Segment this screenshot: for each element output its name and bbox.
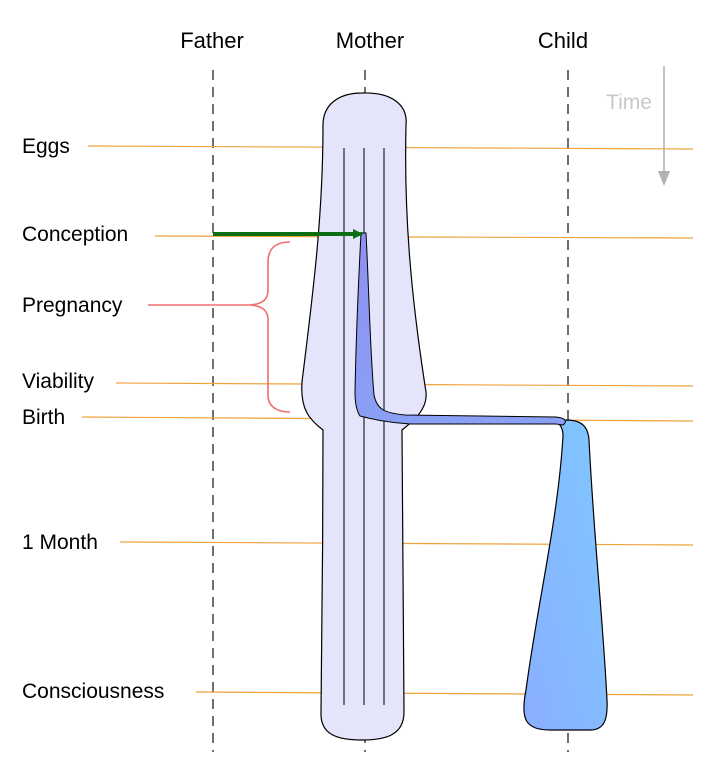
column-label-child: Child <box>538 28 588 53</box>
fetus-shape <box>354 232 566 426</box>
conception-timeline <box>154 235 694 239</box>
row-label-conception: Conception <box>22 223 128 246</box>
time-arrow-head <box>658 171 670 186</box>
row-label-one-month: 1 Month <box>22 531 98 554</box>
row-label-pregnancy: Pregnancy <box>22 294 123 317</box>
row-label-viability: Viability <box>22 370 94 393</box>
row-label-consciousness: Consciousness <box>22 680 164 703</box>
row-label-eggs: Eggs <box>22 135 70 158</box>
consciousness-timeline <box>195 691 694 696</box>
time-label: Time <box>606 91 652 114</box>
column-label-mother: Mother <box>336 28 404 53</box>
child-body-shape <box>523 419 608 731</box>
one-month-timeline <box>119 541 694 546</box>
row-label-birth: Birth <box>22 406 65 429</box>
pregnancy-brace <box>249 241 291 413</box>
column-label-father: Father <box>180 28 244 53</box>
